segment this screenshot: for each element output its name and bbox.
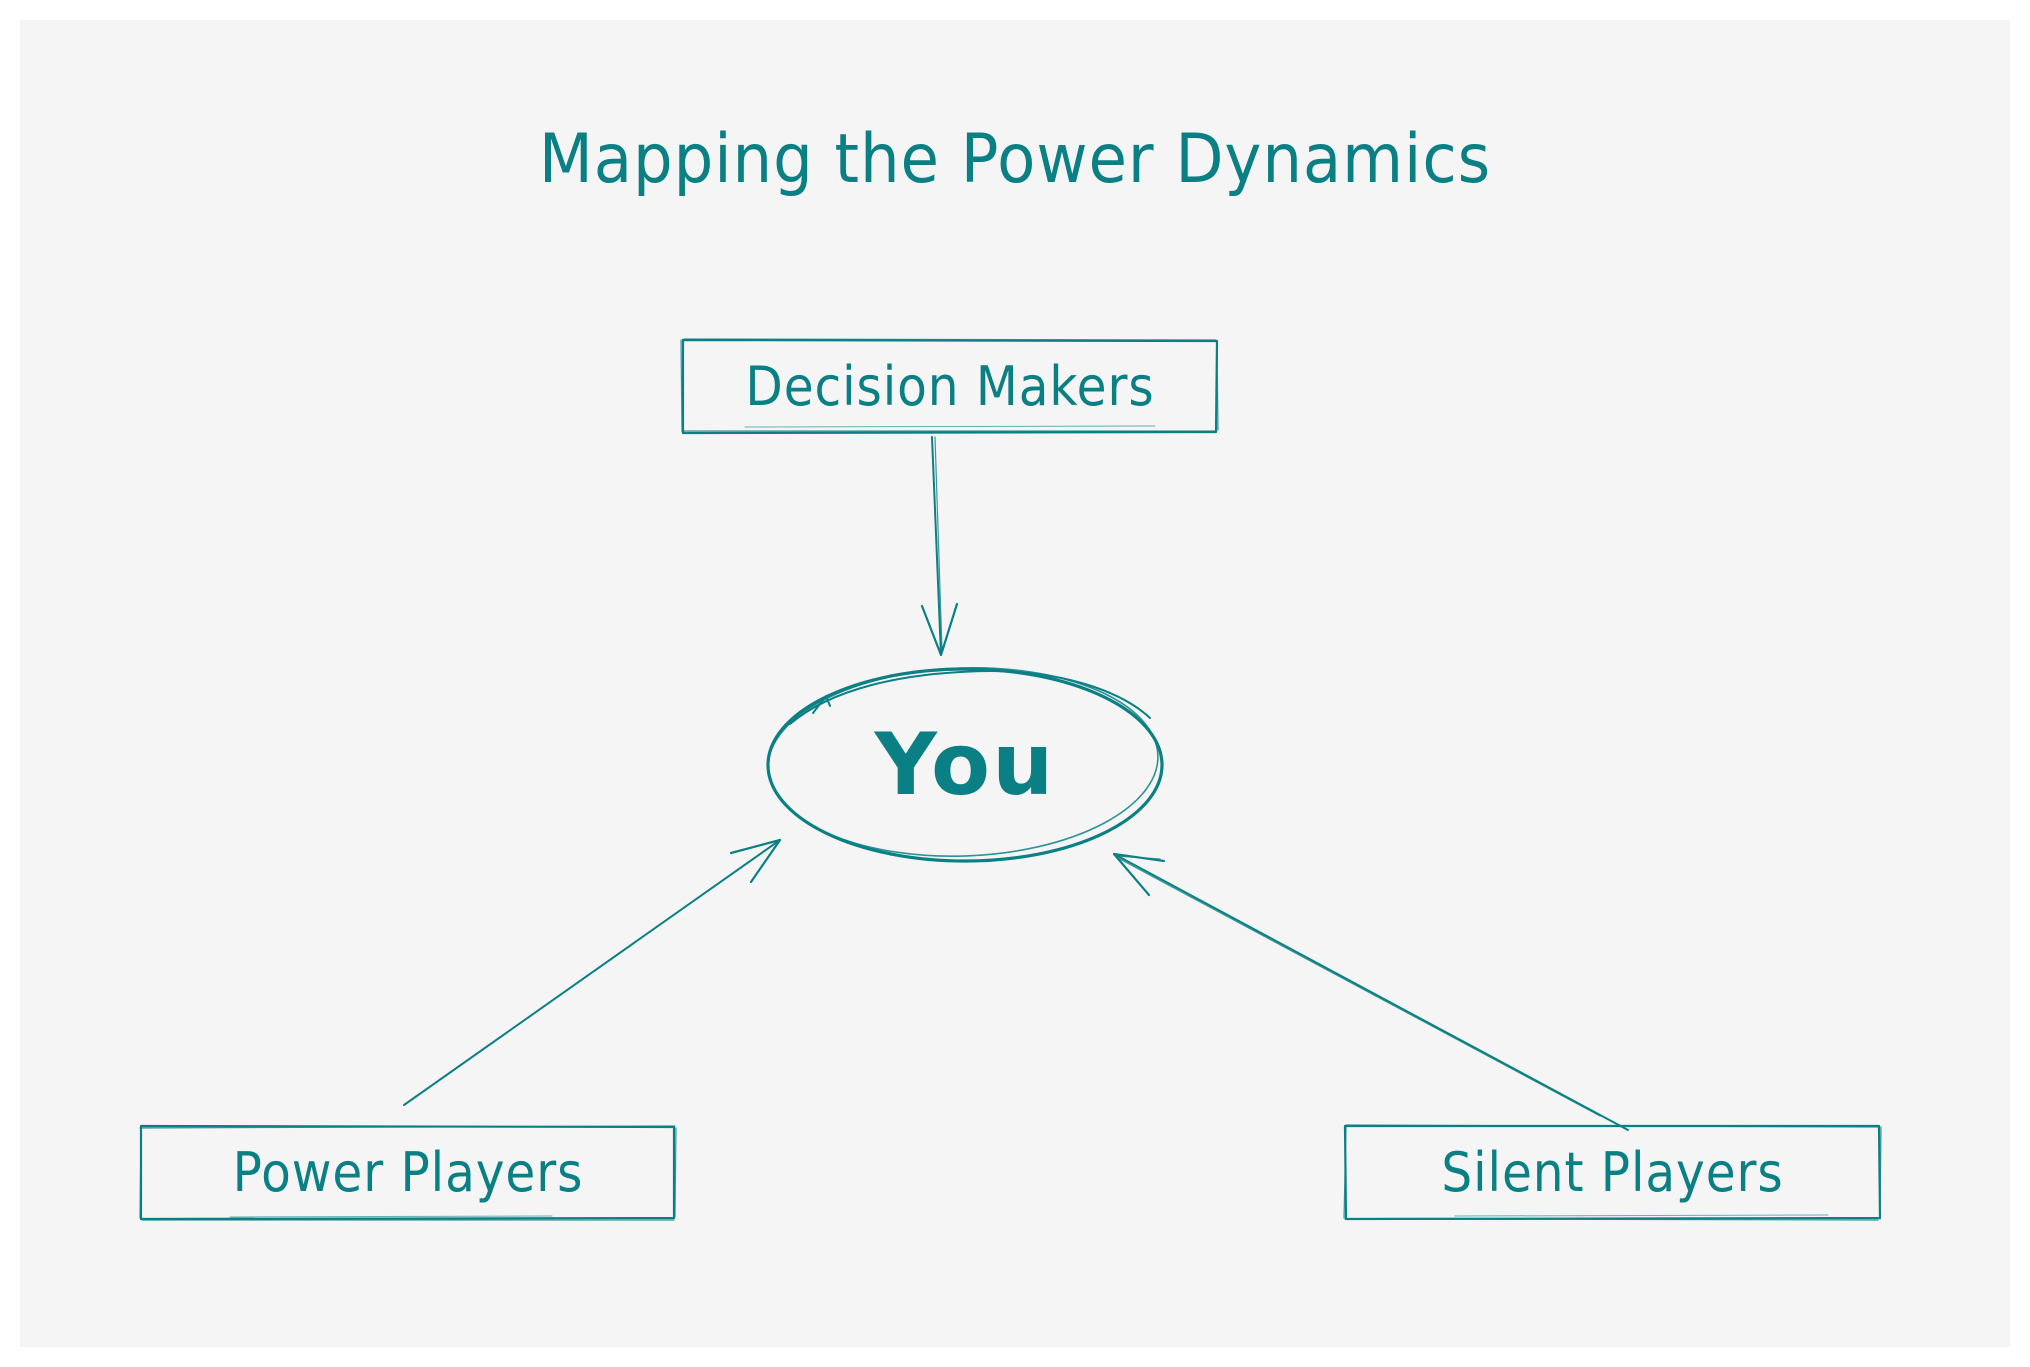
node-label-silent-players: Silent Players — [1441, 1141, 1784, 1204]
node-label-you: You — [874, 715, 1056, 815]
node-box-power-players[interactable] — [139, 1124, 677, 1221]
arrow-power-players-to-you — [403, 838, 782, 1106]
node-box-silent-players[interactable] — [1343, 1124, 1882, 1221]
diagram-title: Mapping the Power Dynamics — [538, 120, 1492, 199]
node-label-decision-makers: Decision Makers — [745, 355, 1155, 418]
arrow-silent-players-to-you — [1112, 852, 1629, 1131]
arrow-decision-makers-to-you — [920, 436, 959, 657]
node-ellipse-you[interactable] — [765, 661, 1164, 863]
node-box-decision-makers[interactable] — [680, 338, 1219, 435]
node-label-power-players: Power Players — [232, 1141, 584, 1204]
